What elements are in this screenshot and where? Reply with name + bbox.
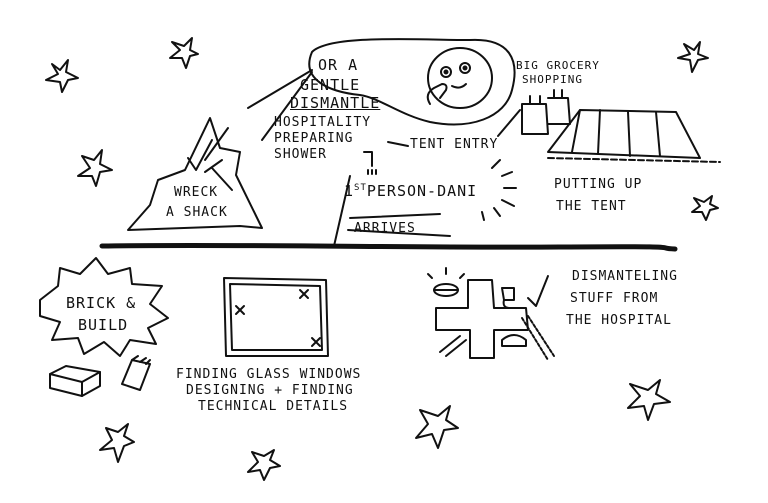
- label-first-person-rest: PERSON-DANI: [366, 182, 478, 200]
- label-shopping: SHOPPING: [522, 73, 583, 86]
- label-dismanteling: DISMANTELING: [572, 269, 678, 284]
- label-gentle: GENTLE: [300, 76, 361, 94]
- label-the-hospital: THE HOSPITAL: [566, 313, 672, 328]
- toilet-icon: [501, 287, 515, 309]
- burst-rays: [481, 159, 517, 221]
- wreck-burst: [127, 117, 263, 231]
- connector-line: [261, 71, 313, 141]
- star-icon: [677, 41, 709, 73]
- brush-icon: [121, 355, 151, 391]
- star-icon: [45, 59, 79, 93]
- label-first-person-sup: ST: [354, 183, 367, 193]
- checkmark-icon: [527, 275, 549, 307]
- star-icon: [415, 405, 459, 449]
- label-first-person: 1STPERSON-DANI: [344, 184, 477, 199]
- star-icon: [247, 449, 281, 481]
- label-stuff-from: STUFF FROM: [570, 291, 659, 306]
- star-icon: [169, 37, 199, 69]
- label-first-person-num: 1: [344, 182, 355, 200]
- label-technical: TECHNICAL DETAILS: [198, 399, 349, 414]
- label-hospitality: HOSPITALITY: [274, 115, 372, 130]
- label-a-shack: A SHACK: [166, 205, 228, 220]
- shopping-bag-icon: [521, 89, 571, 135]
- star-icon: [691, 195, 719, 221]
- label-preparing: PREPARING: [274, 131, 354, 146]
- label-or-a: OR A: [318, 56, 359, 74]
- label-tent-entry: TENT ENTRY: [410, 137, 499, 152]
- label-putting-up: PUTTING UP: [554, 177, 643, 192]
- label-arrives: ARRIVES: [354, 221, 416, 236]
- pipe-icon: [521, 315, 555, 361]
- label-designing: DESIGNING + FINDING: [186, 383, 354, 398]
- pipe-icon: [439, 335, 467, 357]
- brick-burst: [39, 257, 169, 357]
- label-wreck: WRECK: [174, 185, 219, 200]
- connector-line: [387, 141, 409, 147]
- label-build: BUILD: [78, 316, 129, 334]
- connector-line: [247, 69, 313, 109]
- window-frame-icon: [223, 277, 329, 357]
- star-icon: [99, 423, 135, 463]
- connector-line: [333, 175, 351, 247]
- label-shower: SHOWER: [274, 147, 327, 162]
- label-big-grocery: BIG GROCERY: [516, 59, 600, 72]
- face-thinking-icon: [426, 47, 493, 109]
- shower-icon: [363, 151, 377, 175]
- brick-icon: [49, 365, 101, 397]
- star-icon: [627, 379, 671, 421]
- connector-line: [349, 213, 441, 219]
- thought-cloud: [308, 38, 516, 126]
- tool-icon: [501, 334, 527, 347]
- label-brick: BRICK &: [66, 294, 137, 312]
- label-the-tent: THE TENT: [556, 199, 627, 214]
- connector-line: [497, 109, 521, 137]
- checkmark-icon: [187, 139, 213, 171]
- tent-icon: [547, 109, 721, 163]
- hammer-icon: [204, 127, 233, 191]
- lamp-icon: [427, 267, 465, 297]
- cross-icon: [435, 279, 529, 359]
- timeline-line: [99, 242, 678, 252]
- label-finding-glass: FINDING GLASS WINDOWS: [176, 367, 362, 382]
- label-dismantle: DISMANTLE: [290, 94, 381, 112]
- star-icon: [77, 149, 113, 187]
- connector-line: [347, 229, 451, 237]
